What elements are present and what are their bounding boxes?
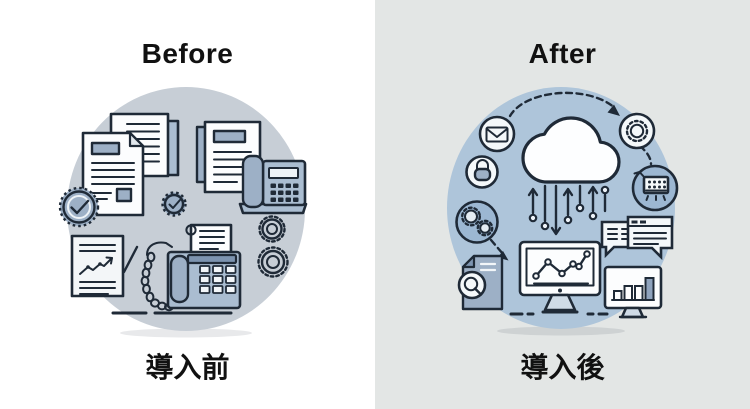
before-caption: 導入前 — [145, 352, 230, 383]
fax-keypad — [199, 265, 237, 294]
small-check-badge-icon — [161, 191, 187, 217]
cloud-icon — [521, 116, 621, 184]
mail-icon — [478, 115, 516, 153]
search-document-icon — [457, 254, 504, 311]
before-panel: Before — [58, 38, 308, 383]
before-illustration — [58, 87, 308, 338]
process-gears-icon — [455, 200, 499, 244]
chart-report-icon — [70, 234, 125, 298]
fax-machine-icon — [111, 223, 242, 315]
slash-divider — [122, 245, 139, 274]
data-stream-icon — [527, 184, 610, 236]
gear-rings-icon — [257, 215, 289, 278]
chat-bubbles-icon — [600, 215, 674, 261]
phone-cord-coil — [140, 241, 174, 312]
analytics-monitor-icon — [509, 240, 609, 316]
cart-dots — [648, 180, 666, 189]
document-stack-icon — [81, 112, 180, 217]
flow-arrow-top — [508, 91, 620, 118]
desk-phone-icon — [238, 154, 308, 215]
after-title: After — [528, 38, 597, 69]
cart-icon — [631, 164, 679, 212]
lock-icon — [465, 155, 499, 189]
after-illustration — [447, 87, 679, 336]
after-caption: 導入後 — [520, 352, 605, 383]
settings-gear-icon — [618, 112, 656, 150]
after-panel: After — [375, 0, 750, 409]
bar-chart-monitor-icon — [603, 265, 663, 319]
after-circle-shadow — [497, 326, 625, 336]
before-title: Before — [141, 38, 234, 69]
check-badge-icon — [58, 186, 100, 228]
phone-keypad — [270, 183, 299, 202]
before-circle-shadow — [120, 328, 252, 338]
